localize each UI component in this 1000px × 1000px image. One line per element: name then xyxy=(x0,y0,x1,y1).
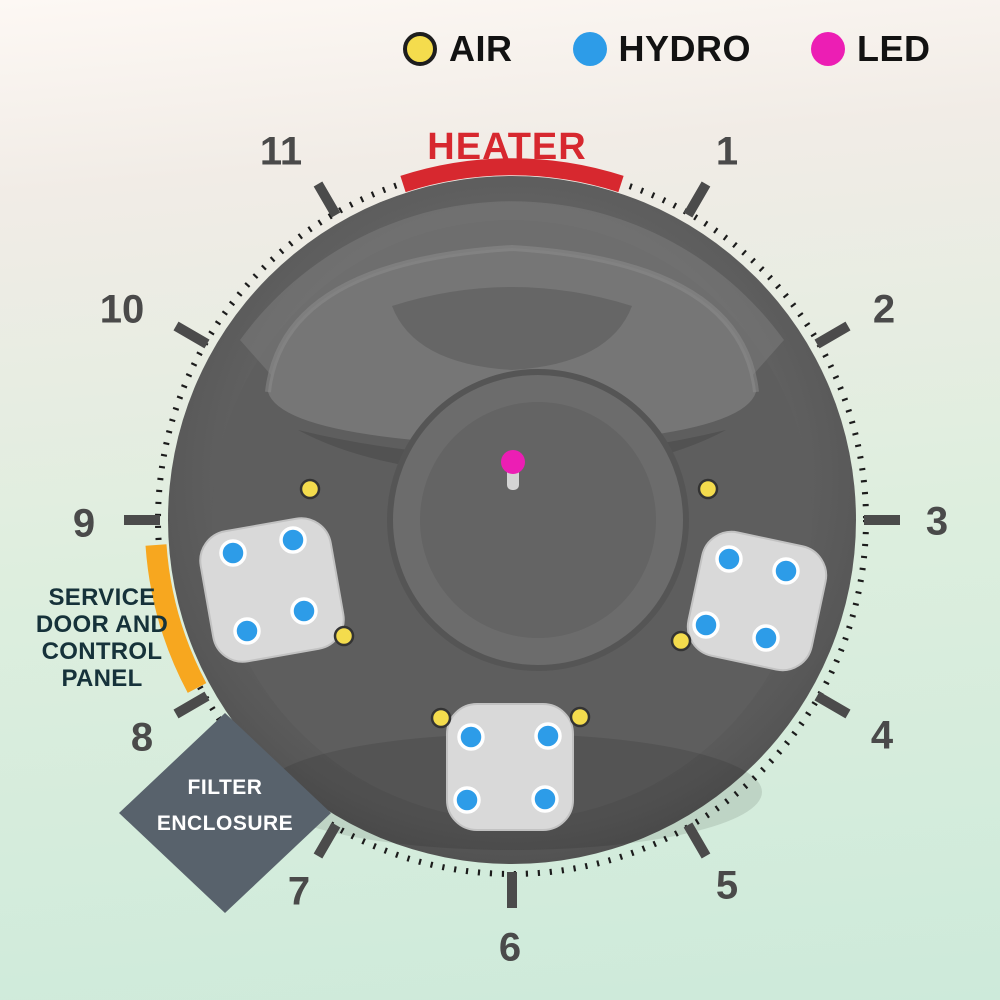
clock-number: 3 xyxy=(925,499,949,544)
hydro-jet-dot xyxy=(453,786,481,814)
hydro-jet-dot xyxy=(692,611,720,639)
tub-footwell-inner xyxy=(420,402,656,638)
legend-label-led: LED xyxy=(857,28,931,69)
air-legend-dot-icon xyxy=(403,32,437,66)
air-jet-dot xyxy=(697,478,719,500)
clock-tick xyxy=(173,691,210,719)
service-door-line: PANEL xyxy=(61,665,143,692)
tub-rim-highlight xyxy=(240,201,784,376)
clock-number: 2 xyxy=(872,287,896,332)
legend: AIR HYDRO LED xyxy=(403,28,931,70)
legend-label-air: AIR xyxy=(449,28,513,69)
jet-dots xyxy=(219,450,800,814)
led-legend-dot-icon xyxy=(811,32,846,66)
service-door-line: CONTROL xyxy=(41,638,163,665)
air-jet-dot xyxy=(670,630,692,652)
clock-number: 10 xyxy=(99,287,145,332)
air-jet-dot xyxy=(569,706,591,728)
filter-enclosure-line: FILTER xyxy=(187,776,263,799)
service-door-label: SERVICE DOOR AND CONTROL PANEL xyxy=(18,584,186,692)
clock-tick xyxy=(173,321,210,349)
hydro-legend-dot-icon xyxy=(572,32,607,66)
heater-arc xyxy=(400,158,624,193)
legend-label-hydro: HYDRO xyxy=(618,28,752,69)
hydro-jet-dot xyxy=(290,597,318,625)
tub-headrest-dip xyxy=(392,287,632,370)
clock-number: 4 xyxy=(870,713,894,758)
hydro-jet-dot xyxy=(752,624,780,652)
clock-number: 11 xyxy=(259,129,303,174)
legend-item-hydro: HYDRO xyxy=(572,28,752,70)
service-door-arc xyxy=(145,544,207,693)
air-jet-dot xyxy=(299,478,321,500)
air-jet-dot xyxy=(430,707,452,729)
tub-lounger-edge xyxy=(265,244,759,393)
clock-tick xyxy=(814,691,851,719)
jet-panel xyxy=(199,517,345,663)
service-door-line: SERVICE xyxy=(48,584,156,611)
clock-tick xyxy=(814,321,851,349)
hydro-jet-dot xyxy=(772,557,800,585)
clock-tick xyxy=(683,181,711,218)
hydro-jet-dot xyxy=(279,526,307,554)
service-door-line: DOOR AND xyxy=(35,611,169,638)
hydro-jet-dot xyxy=(457,723,485,751)
led-dot xyxy=(501,450,525,474)
air-jet-dot xyxy=(333,625,355,647)
hydro-jet-dot xyxy=(715,545,743,573)
filter-enclosure-diamond xyxy=(119,713,331,913)
hydro-jet-dot xyxy=(233,617,261,645)
heater-label: HEATER xyxy=(427,126,587,168)
legend-item-air: AIR xyxy=(403,28,513,70)
legend-item-led: LED xyxy=(811,28,931,70)
filter-enclosure-line: ENCLOSURE xyxy=(156,812,294,835)
clock-number: 1 xyxy=(715,129,739,174)
clock-number: 9 xyxy=(72,501,96,546)
clock-number: 5 xyxy=(715,863,739,908)
clock-ticks xyxy=(124,181,900,908)
clock-tick xyxy=(313,822,341,859)
hydro-jet-dot xyxy=(531,785,559,813)
hydro-jet-dot xyxy=(534,722,562,750)
hydro-jet-dot xyxy=(219,539,247,567)
clock-tick xyxy=(683,822,711,859)
clock-number: 7 xyxy=(287,869,311,914)
clock-number: 8 xyxy=(130,715,154,760)
clock-tick xyxy=(313,181,341,218)
filter-enclosure-label: FILTER ENCLOSURE xyxy=(115,770,335,842)
jet-panel xyxy=(686,530,828,672)
clock-number: 6 xyxy=(498,925,522,970)
